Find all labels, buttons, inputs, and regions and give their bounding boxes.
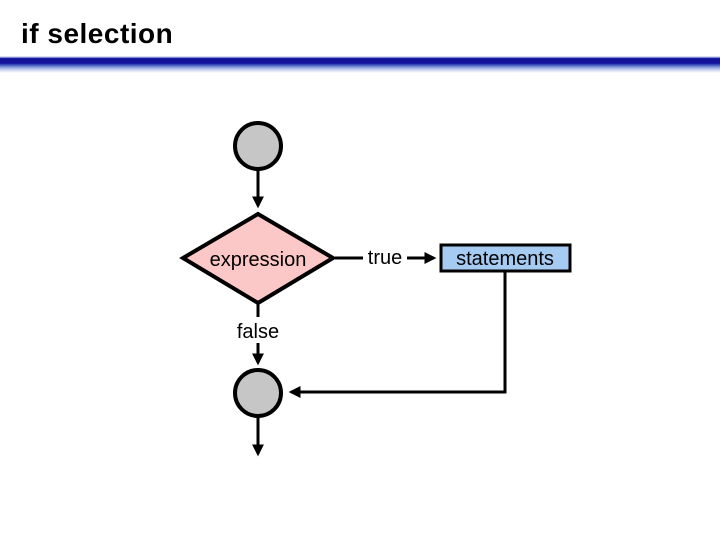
- end-terminal-node: [233, 368, 283, 418]
- slide-title: if selection: [21, 18, 174, 49]
- title-underline-bar: [0, 56, 720, 73]
- start-terminal-node: [233, 121, 283, 171]
- statements-label: statements: [456, 248, 554, 270]
- decision-label: expression: [209, 249, 307, 271]
- decision-diamond: [179, 211, 337, 306]
- statements-return-line: [288, 272, 507, 398]
- true-branch-label: true: [367, 247, 403, 269]
- statements-box: [439, 243, 572, 273]
- false-branch-label: false: [236, 321, 280, 343]
